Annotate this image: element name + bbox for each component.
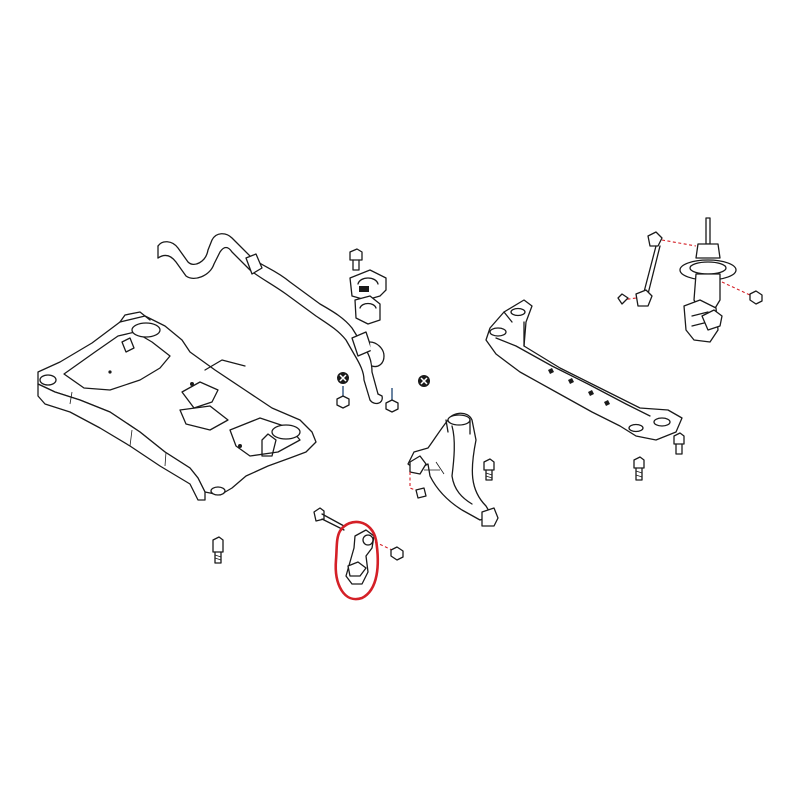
strut-assembly	[679, 217, 763, 343]
tension-rod-brace	[485, 299, 683, 441]
transverse-link	[407, 412, 499, 527]
nut-left	[336, 386, 350, 409]
do-not-reuse-mark	[337, 372, 349, 384]
nut-right	[385, 388, 399, 413]
brace-bolt-right	[673, 432, 685, 455]
link-bolt	[483, 458, 495, 481]
stabilizer-link	[617, 231, 697, 307]
rear-lower-mount-bracket	[313, 507, 404, 601]
do-not-reuse-mark	[418, 375, 430, 387]
brace-bolt-left	[633, 456, 645, 481]
front-subframe	[37, 311, 317, 501]
stabilizer-bar	[157, 233, 385, 405]
stabilizer-bushing-clamp	[349, 248, 387, 325]
subframe-bolt	[212, 536, 224, 564]
